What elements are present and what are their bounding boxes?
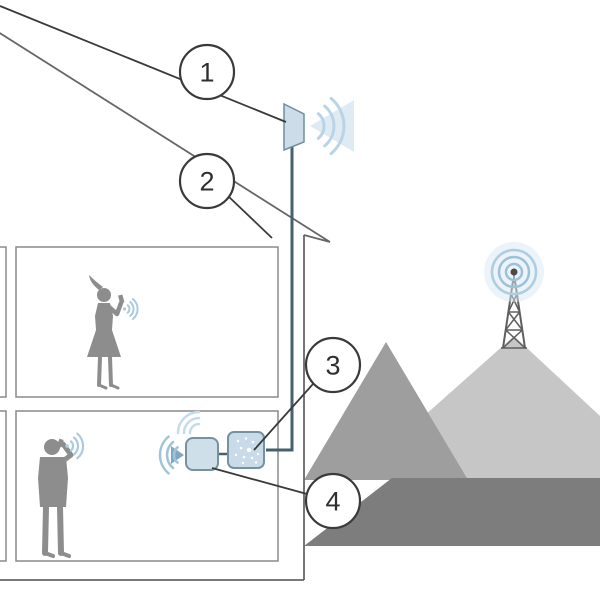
phone-signal-waves-man-icon [65,432,85,460]
mountain-dark-ridge [304,478,600,546]
raised-arm [106,300,124,317]
leader-line-3 [253,383,314,451]
outdoor-antenna-signal-icon [310,96,354,156]
left-wall-section-lower [0,410,7,562]
antenna-cable [266,146,294,452]
indoor-antenna-signal-icon [158,410,201,475]
tower-signal-rings-icon [484,242,544,302]
mountains [304,336,600,546]
phone [56,438,64,448]
woman-with-phone-silhouette [87,275,125,390]
roof-line [0,32,331,243]
callout-4: 4 [304,472,362,530]
phone [118,294,125,304]
left-wall-section-upper [0,246,7,398]
mountain-medium [304,342,468,480]
outdoor-antenna [283,102,305,152]
man-with-phone-silhouette [38,438,74,558]
leader-line-2 [227,195,273,239]
upstairs-room [15,246,279,398]
callout-2: 2 [178,152,236,210]
eave-line [303,234,331,243]
leader-line-1 [0,5,287,123]
leader-line-4 [211,467,308,495]
booster-speckle-pattern [234,437,260,465]
ponytail [89,275,103,290]
house-outline [0,32,331,581]
leader-lines [0,5,314,495]
arm-holding-phone [60,441,74,464]
indoor-antenna [185,437,219,471]
booster-unit [227,431,265,469]
phone-signal-waves-woman-icon [122,298,139,320]
callout-4-number: 4 [325,487,340,517]
callout-1: 1 [178,43,236,101]
callout-3-number: 3 [325,351,340,381]
callout-1-number: 1 [199,58,214,88]
callout-2-number: 2 [199,167,214,197]
callout-3: 3 [304,336,362,394]
